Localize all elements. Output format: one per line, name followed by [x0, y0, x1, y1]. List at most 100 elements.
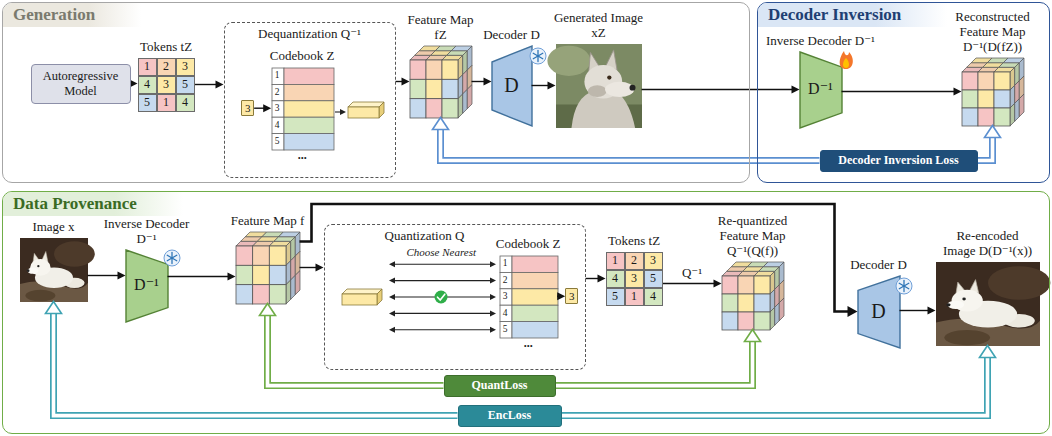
- box-label: EncLoss: [488, 409, 531, 423]
- token-cell: 4: [176, 94, 195, 112]
- codebook-index-number: 2: [499, 272, 511, 288]
- codebook-entry: [512, 322, 558, 338]
- codebook-entry: [512, 305, 558, 321]
- inverse-decoder-shape: [800, 52, 842, 128]
- token-cell: 1: [606, 252, 625, 270]
- token-grid: Tokens tZ123435514: [138, 58, 195, 112]
- group-title: Dequantization Q⁻¹: [225, 26, 395, 41]
- arrowhead: [548, 82, 556, 90]
- codebook-index: [272, 68, 284, 84]
- cube-cell: [962, 90, 978, 108]
- cube-side: [1019, 94, 1024, 117]
- cube-cell: [722, 276, 738, 294]
- arrow-line: [394, 280, 491, 281]
- image: Re-encoded Image D(D⁻¹(x)): [936, 262, 1040, 346]
- cube-side: [458, 94, 463, 118]
- wolf-photo: [547, 44, 642, 128]
- cube-top: [1003, 58, 1024, 63]
- cube-side: [286, 280, 291, 304]
- codebook-entry: [512, 289, 558, 305]
- codebook-index-number: 2: [271, 84, 283, 100]
- panel: Decoder InversionInverse Decoder D⁻¹D⁻¹R…: [757, 2, 1050, 183]
- shape-caption: Decoder D: [850, 257, 907, 272]
- arrow-line: [254, 107, 264, 108]
- flow-arrow: [396, 78, 410, 86]
- arrowhead: [745, 330, 761, 342]
- codebook-index-number: 5: [271, 133, 283, 149]
- token-cell: 3: [176, 58, 195, 76]
- cube-cell: [962, 108, 978, 126]
- photo-ground: [988, 266, 1050, 300]
- cube-cell: [236, 246, 253, 265]
- arrowhead: [484, 78, 492, 86]
- token-cell: 5: [644, 270, 663, 288]
- cube-top: [754, 271, 775, 276]
- panel: Data ProvenanceImage xInverse Decoder D⁻…: [2, 191, 1050, 434]
- loss-arrow-outline: [441, 129, 820, 161]
- shape-caption: Feature Map f: [231, 213, 305, 228]
- token-cell: 4: [138, 76, 157, 94]
- internal-arrow: [335, 109, 346, 115]
- token-cell: 2: [625, 252, 644, 270]
- panel-title: Generation: [3, 3, 141, 27]
- codebook: Codebook Z12345...: [271, 67, 333, 149]
- codebook-entry: [512, 256, 558, 272]
- cube-side: [467, 85, 472, 109]
- flow-arrow: [472, 78, 492, 86]
- shape-caption: Codebook Z: [270, 48, 335, 63]
- vector-side: [379, 102, 384, 118]
- arrow-line: [300, 204, 849, 312]
- vector-front: [342, 294, 377, 305]
- codebook-index-number: 1: [271, 67, 283, 83]
- arrowhead: [598, 275, 606, 283]
- shape-caption: Re-encoded Image D(D⁻¹(x)): [940, 228, 1036, 258]
- token-grid: Tokens tZ123435514: [606, 252, 663, 306]
- cube-cell: [442, 99, 458, 118]
- arrow-line: [396, 81, 403, 82]
- cube-cell: [754, 276, 770, 294]
- trainable-icon: [840, 51, 853, 69]
- arrowhead: [316, 264, 324, 272]
- decoder-shape: Decoder DD: [858, 276, 900, 348]
- arrowhead: [714, 280, 722, 288]
- internal-arrow: [389, 310, 496, 316]
- token-cell: 2: [157, 58, 176, 76]
- flow-arrow: [642, 86, 800, 94]
- loss-arrow: [556, 330, 761, 386]
- arrow-line: [842, 91, 955, 92]
- cube-cell: [994, 108, 1010, 126]
- fox-photo: [20, 238, 95, 302]
- codebook-index-number: 5: [499, 321, 511, 337]
- token-cell: 4: [606, 270, 625, 288]
- codebook-index: [272, 101, 284, 117]
- vector-front: [348, 107, 379, 118]
- cube-cell: [754, 294, 770, 312]
- cube-cell: [442, 60, 458, 79]
- arrowhead: [340, 109, 346, 115]
- loss-arrow: [46, 302, 458, 416]
- shape-caption: Codebook Z: [496, 236, 561, 251]
- internal-arrow: [389, 261, 496, 267]
- feature-map: Reconstructed Feature Map D⁻¹(D(fZ)): [962, 58, 1024, 126]
- process-box: 3: [241, 100, 254, 116]
- panel: GenerationAutoregressive ModelTokens tZ1…: [2, 2, 750, 183]
- codebook-entry: [284, 68, 334, 84]
- snowflake-arm: [899, 283, 909, 289]
- shape-caption: Inverse Decoder D⁻¹: [104, 216, 190, 246]
- cube-cell: [269, 285, 286, 304]
- loss-arrow-core: [54, 313, 458, 416]
- fox-nose: [27, 269, 30, 272]
- cube-cell: [722, 294, 738, 312]
- wolf-cheek: [588, 85, 607, 97]
- vector-top: [342, 289, 382, 294]
- cube-cell: [426, 60, 442, 79]
- snowflake-arm: [533, 53, 543, 59]
- loss-arrow: [433, 118, 820, 161]
- shape-symbol: D⁻¹: [134, 276, 159, 294]
- process-box: QuantLoss: [444, 375, 556, 397]
- dashed-group: Dequantization Q⁻¹ 3 Codebook Z12345...: [224, 22, 396, 178]
- cube-side: [291, 275, 296, 299]
- token-cell: 5: [606, 288, 625, 306]
- arrow-line: [663, 283, 715, 284]
